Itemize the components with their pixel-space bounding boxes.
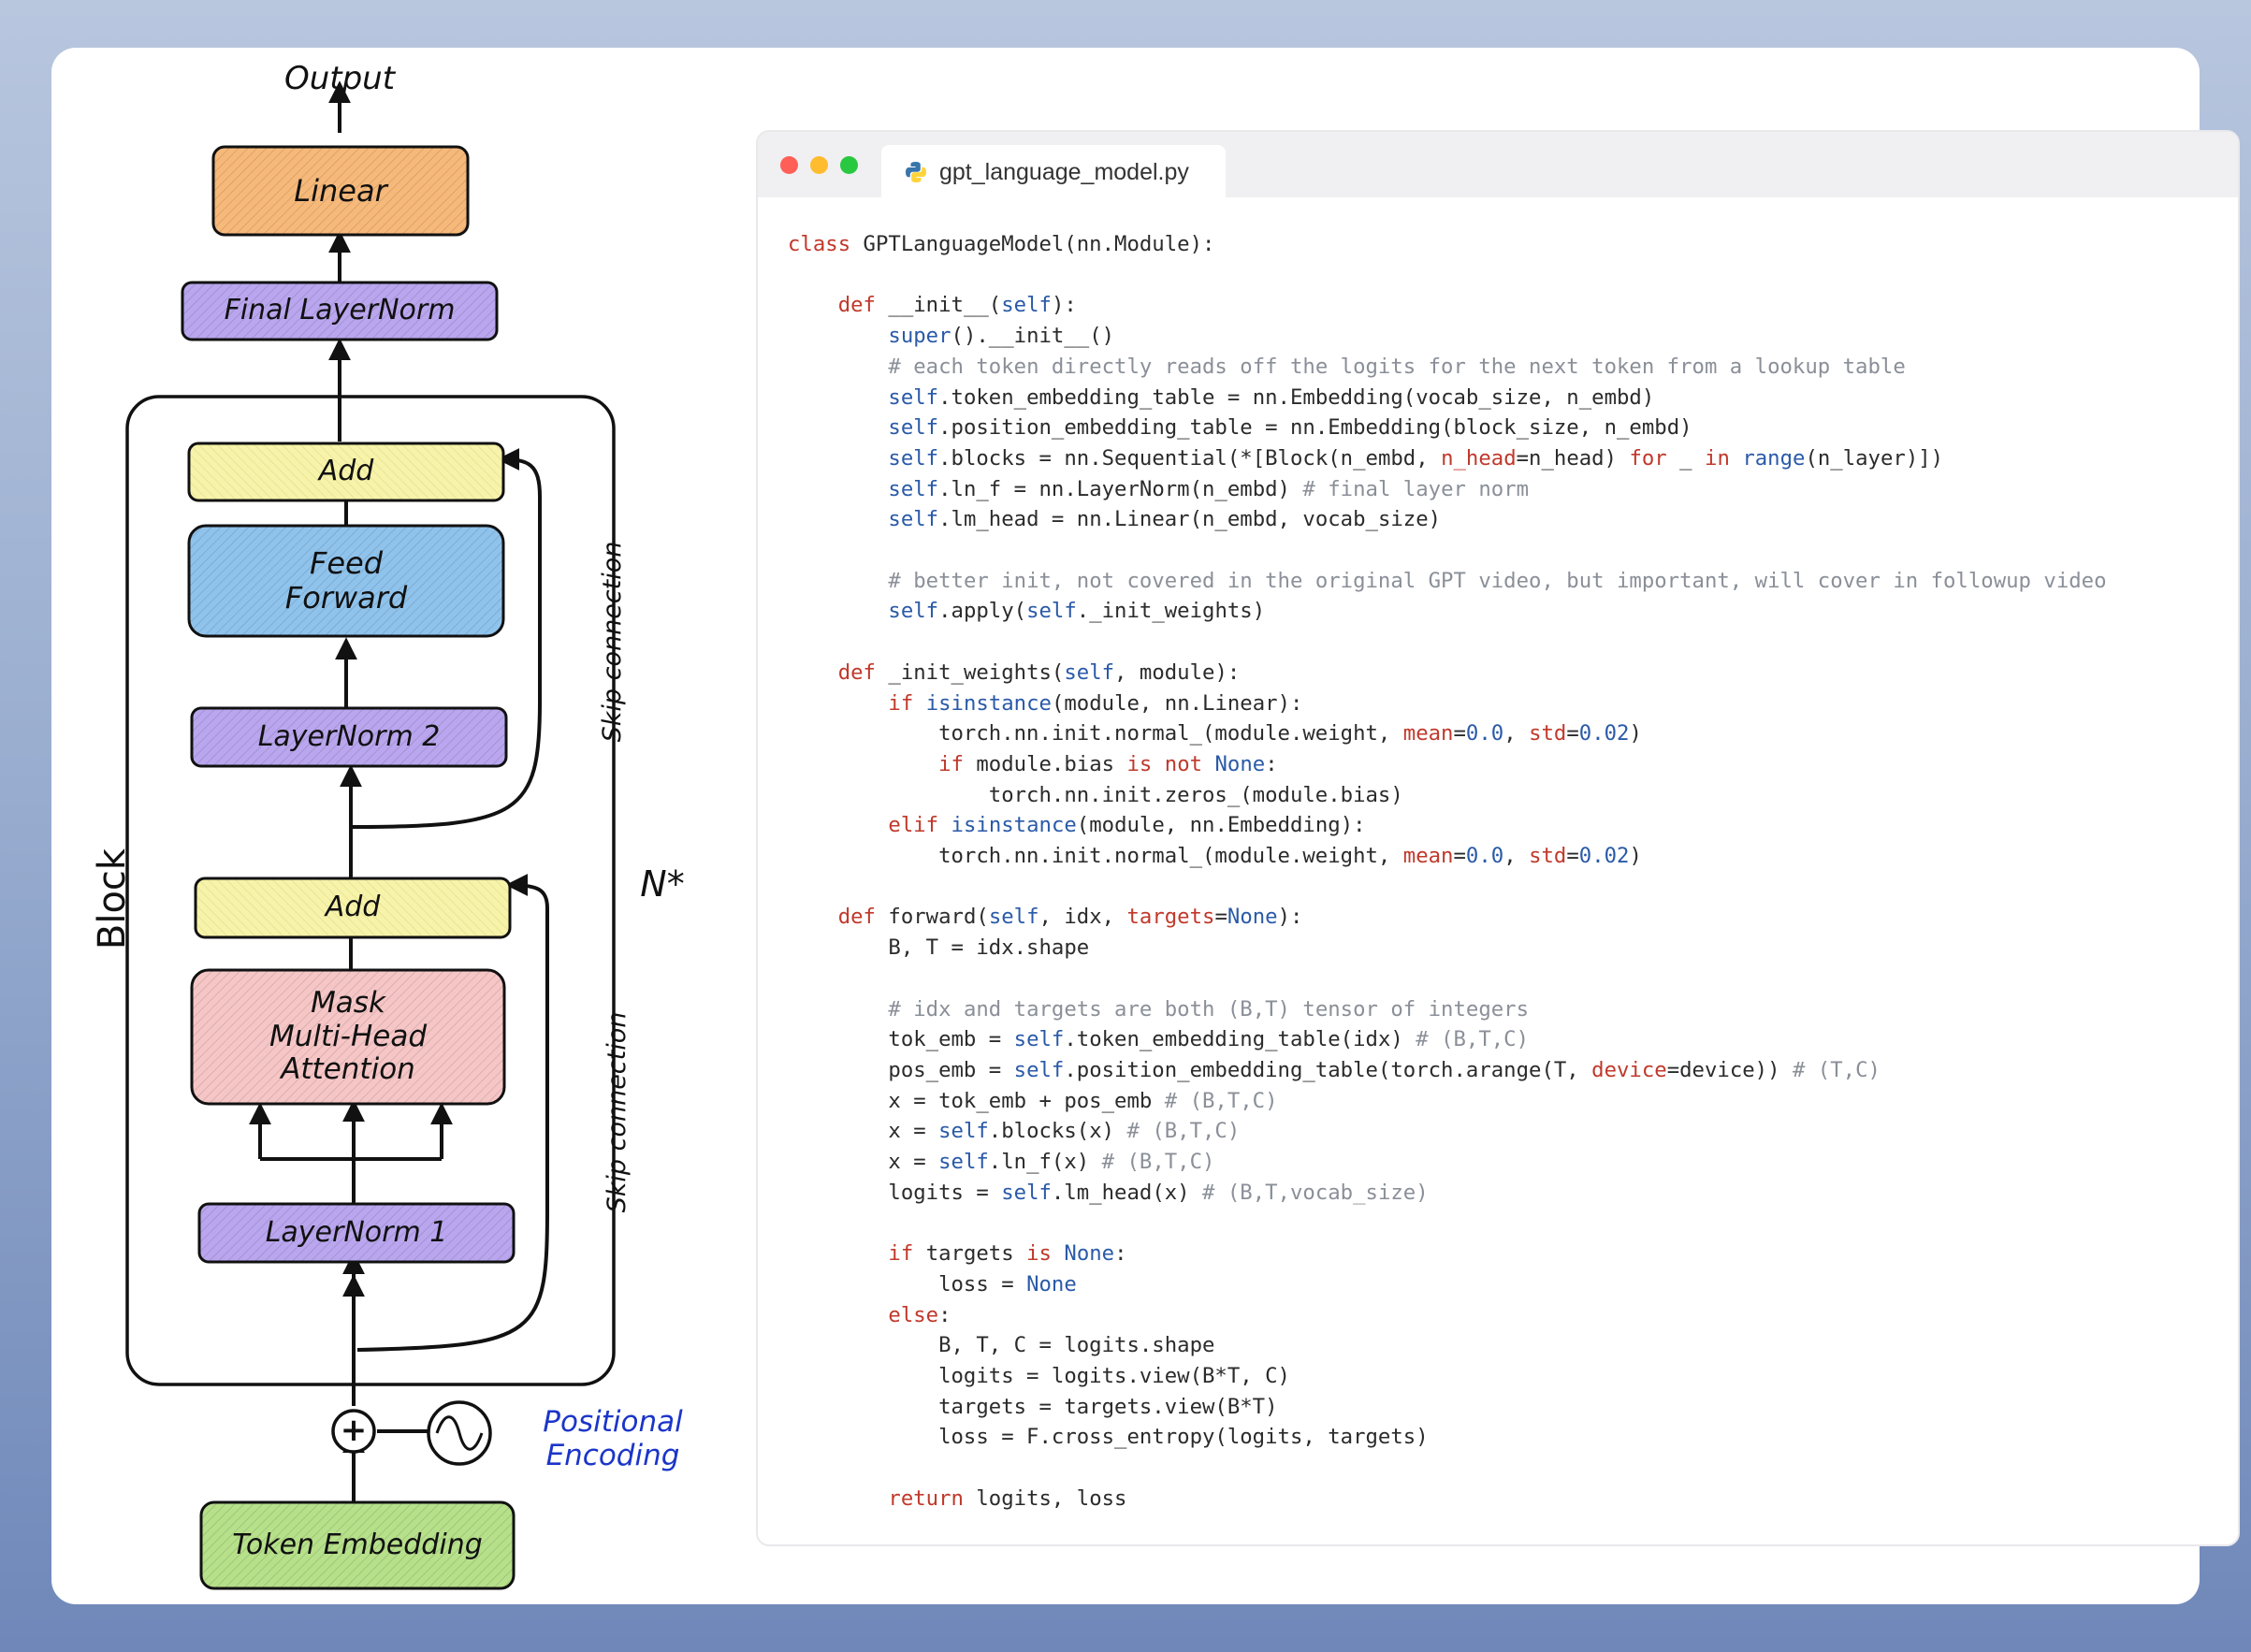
linear-label: Linear: [294, 172, 387, 209]
code-line: self.token_embedding_table = nn.Embeddin…: [888, 384, 1655, 410]
output-label: Output: [283, 60, 396, 98]
code-line: return logits, loss: [888, 1485, 1127, 1511]
code-line: elif isinstance(module, nn.Embedding):: [888, 813, 1366, 838]
code-line: # each token directly reads off the logi…: [888, 354, 1906, 379]
code-line: # idx and targets are both (B,T) tensor …: [888, 996, 1530, 1022]
token-embedding-label: Token Embedding: [232, 1528, 483, 1561]
code-line: if isinstance(module, nn.Linear):: [888, 690, 1303, 716]
code-line: torch.nn.init.normal_(module.weight, mea…: [788, 844, 1642, 869]
code-block: class GPTLanguageModel(nn.Module): def _…: [788, 229, 2107, 1514]
positional-line-2: Encoding: [545, 1439, 680, 1472]
zoom-dot[interactable]: [840, 156, 858, 174]
code-line: else:: [888, 1302, 951, 1327]
code-line: loss = None: [788, 1271, 1077, 1297]
feed-forward-line-2: Forward: [284, 580, 408, 616]
code-line: super().__init__(): [888, 324, 1115, 349]
attention-label: Mask Multi-Head Attention: [192, 970, 504, 1104]
file-tab-name: gpt_language_model.py: [939, 158, 1189, 185]
code-window: gpt_language_model.py class GPTLanguageM…: [756, 130, 2240, 1546]
transformer-diagram: Output Linear Final LayerNorm Add Feed F…: [51, 48, 781, 1604]
attention-line-2: Multi-Head: [269, 1019, 428, 1053]
block-container: [125, 395, 616, 1386]
layernorm2-label: LayerNorm 2: [257, 719, 441, 753]
code-line: def __init__(self):: [837, 293, 1077, 318]
code-line: def _init_weights(self, module):: [837, 659, 1241, 685]
flow-arrows: [249, 80, 549, 1502]
code-line: targets = targets.view(B*T): [788, 1394, 1278, 1419]
positional-encoding-label: Positional Encoding: [510, 1393, 716, 1486]
add-bottom-label: Add: [325, 891, 381, 924]
python-icon: [906, 162, 926, 182]
code-line: tok_emb = self.token_embedding_table(idx…: [788, 1027, 1530, 1052]
window-titlebar: gpt_language_model.py: [758, 132, 2238, 199]
diagram-canvas: [125, 80, 616, 1590]
attention-line-3: Attention: [281, 1052, 415, 1087]
add-node-icon: [331, 1409, 376, 1454]
layernorm1-label: LayerNorm 1: [265, 1215, 448, 1249]
code-line: x = tok_emb + pos_emb # (B,T,C): [788, 1088, 1278, 1113]
feed-forward-label: Feed Forward: [189, 526, 503, 636]
code-line: if module.bias is not None:: [938, 751, 1278, 776]
code-line: logits = self.lm_head(x) # (B,T,vocab_si…: [788, 1180, 1429, 1205]
minimize-dot[interactable]: [810, 156, 828, 174]
code-line: self.position_embedding_table = nn.Embed…: [888, 415, 1692, 441]
code-line: class GPTLanguageModel(nn.Module):: [788, 232, 1215, 256]
final-layernorm-label: Final LayerNorm: [224, 294, 456, 327]
add-top-label: Add: [318, 455, 374, 488]
code-line: B, T = idx.shape: [788, 935, 1090, 961]
code-line: logits = logits.view(B*T, C): [788, 1364, 1290, 1389]
close-dot[interactable]: [780, 156, 798, 174]
code-line: x = self.ln_f(x) # (B,T,C): [788, 1150, 1215, 1175]
code-line: self.apply(self._init_weights): [888, 599, 1266, 624]
code-line: if targets is None:: [888, 1241, 1127, 1267]
code-line: self.lm_head = nn.Linear(n_embd, vocab_s…: [888, 507, 1442, 532]
file-tab[interactable]: gpt_language_model.py: [881, 145, 1226, 199]
code-line: torch.nn.init.zeros_(module.bias): [788, 782, 1403, 807]
code-line: torch.nn.init.normal_(module.weight, mea…: [788, 721, 1642, 746]
code-line: loss = F.cross_entropy(logits, targets): [788, 1425, 1429, 1450]
skip-connection-top-label: Skip connection: [598, 541, 628, 743]
n-label: N*: [640, 863, 685, 906]
code-line: self.blocks = nn.Sequential(*[Block(n_em…: [888, 445, 1944, 471]
attention-line-1: Mask: [311, 986, 385, 1021]
skip-connection-bottom-label: Skip connection: [603, 1011, 632, 1213]
positional-line-1: Positional: [543, 1405, 683, 1440]
code-line: pos_emb = self.position_embedding_table(…: [788, 1057, 1881, 1082]
code-line: def forward(self, idx, targets=None):: [837, 905, 1303, 930]
feed-forward-line-1: Feed: [309, 545, 384, 582]
code-line: B, T, C = logits.shape: [788, 1333, 1215, 1358]
code-line: self.ln_f = nn.LayerNorm(n_embd) # final…: [888, 476, 1530, 501]
plus-symbol: +: [340, 1412, 368, 1450]
main-card: Output Linear Final LayerNorm Add Feed F…: [51, 48, 2240, 1604]
block-label: Block: [91, 848, 134, 950]
code-line: # better init, not covered in the origin…: [888, 568, 2107, 593]
code-line: x = self.blocks(x) # (B,T,C): [788, 1119, 1241, 1144]
